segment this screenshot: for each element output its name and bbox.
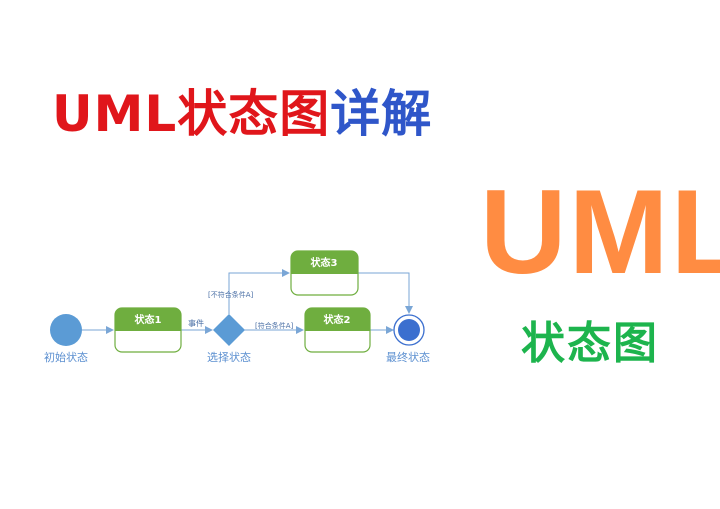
transition-choice-to-state3 — [228, 269, 290, 314]
title-red-part: UML状态图 — [52, 85, 331, 143]
final-state-node — [393, 314, 425, 346]
state-2-label: 状态2 — [324, 313, 351, 326]
state-3-box: 状态3 — [290, 250, 359, 296]
title-blue-part: 详解 — [330, 85, 433, 143]
state-2-box: 状态2 — [304, 307, 371, 353]
guard-a-label: [符合条件A] — [255, 321, 294, 330]
final-state-label: 最终状态 — [386, 350, 430, 364]
state-diagram-text: 状态图 — [521, 318, 659, 369]
state-1-box: 状态1 — [114, 307, 182, 353]
big-uml-text: UML — [480, 165, 720, 299]
event-label: 事件 — [188, 318, 204, 328]
transition-state3-to-final — [358, 272, 413, 314]
initial-state-node — [50, 314, 82, 346]
choice-node — [213, 314, 245, 346]
state-1-label: 状态1 — [135, 313, 162, 326]
page-title: UML状态图详解 — [52, 84, 432, 144]
initial-state-label: 初始状态 — [44, 350, 88, 364]
guard-not-a-label: [不符合条件A] — [208, 290, 254, 299]
choice-state-label: 选择状态 — [207, 350, 251, 364]
state-3-label: 状态3 — [311, 256, 338, 269]
transitions — [82, 269, 413, 334]
